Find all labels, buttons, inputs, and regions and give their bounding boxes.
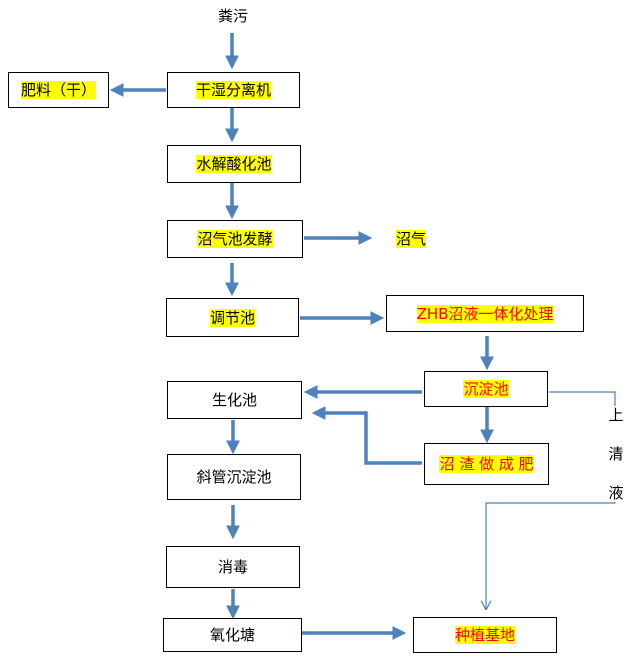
node-biochem-label: 生化池 — [211, 391, 257, 409]
node-biogas-label: 沼气 — [395, 230, 426, 248]
supernatant-char-3: 液 — [608, 484, 624, 502]
node-manure-label: 粪污 — [217, 7, 248, 25]
node-oxidation-pond: 氧化塘 — [163, 618, 302, 652]
arrow-residue-to-biochem — [311, 406, 422, 465]
node-zhb-label: ZHB沼液一体化处理 — [416, 304, 554, 323]
node-biogas-digester-label: 沼气池发酵 — [197, 230, 273, 248]
node-fertilizer-dry: 肥料（干） — [8, 72, 109, 108]
node-separator: 干湿分离机 — [167, 72, 300, 108]
supernatant-char-1: 上 — [608, 406, 624, 424]
node-regulating: 调节池 — [166, 298, 299, 337]
node-separator-label: 干湿分离机 — [195, 81, 271, 99]
node-disinfection-label: 消毒 — [217, 558, 248, 576]
node-regulating-label: 调节池 — [209, 308, 255, 327]
arrow-supernatant-to-planting — [486, 391, 616, 609]
node-inclined-tube-label: 斜管沉淀池 — [196, 468, 272, 486]
node-residue-fertilizer-label: 沼 渣 做 成 肥 — [439, 455, 534, 473]
node-biochem: 生化池 — [167, 381, 302, 419]
node-disinfection: 消毒 — [166, 546, 300, 588]
label-supernatant: 上 清 液 — [601, 406, 631, 502]
node-oxidation-pond-label: 氧化塘 — [209, 626, 255, 644]
node-hydrolysis: 水解酸化池 — [167, 145, 301, 183]
node-biogas-digester: 沼气池发酵 — [167, 220, 303, 258]
node-hydrolysis-label: 水解酸化池 — [196, 155, 272, 173]
node-biogas: 沼气 — [384, 228, 438, 250]
node-residue-fertilizer: 沼 渣 做 成 肥 — [424, 443, 549, 485]
node-zhb: ZHB沼液一体化处理 — [386, 295, 584, 332]
node-sedimentation-label: 沉淀池 — [463, 380, 509, 398]
node-fertilizer-dry-label: 肥料（干） — [20, 81, 96, 99]
node-planting-base-label: 种植基地 — [454, 626, 515, 644]
node-planting-base: 种植基地 — [413, 617, 557, 653]
node-inclined-tube: 斜管沉淀池 — [167, 454, 301, 500]
supernatant-char-2: 清 — [608, 445, 624, 463]
node-sedimentation: 沉淀池 — [424, 371, 548, 407]
node-manure: 粪污 — [205, 5, 261, 27]
